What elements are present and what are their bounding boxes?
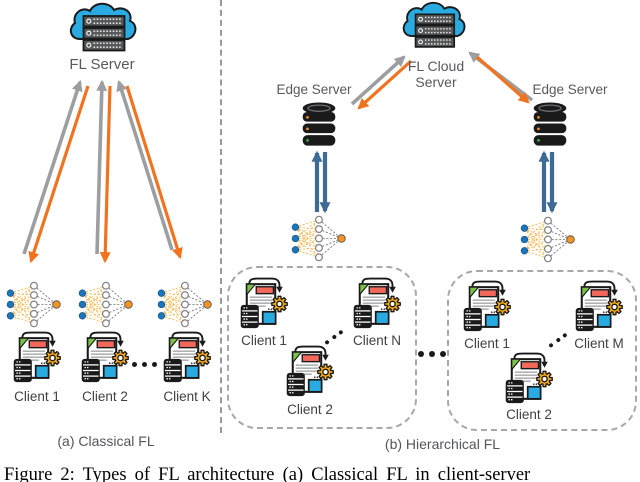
- refresh-arrow: [513, 352, 546, 363]
- client-device-icon: [12, 329, 62, 387]
- refresh-arrow: [294, 345, 327, 356]
- client-label: Client 1: [14, 389, 60, 404]
- download-arrow: [475, 55, 530, 104]
- edge-server-left-label: Edge Server: [276, 82, 352, 97]
- neural-network-icon: [74, 281, 136, 328]
- gear-icon: [271, 295, 288, 313]
- database-icon: [530, 101, 570, 149]
- refresh-arrow: [248, 277, 281, 288]
- ellipsis-dots: [132, 362, 162, 367]
- refresh-arrow: [21, 331, 54, 342]
- neural-network-icon: [153, 281, 215, 328]
- client-label: Client N: [352, 333, 401, 348]
- refresh-arrow: [171, 331, 204, 342]
- client-label: Client 2: [82, 389, 128, 404]
- client-device-icon: [239, 276, 289, 332]
- gear-icon: [494, 298, 511, 316]
- client-device-icon: [504, 351, 554, 407]
- gear-icon: [44, 349, 61, 367]
- upload-arrow: [468, 51, 534, 102]
- client-cluster-box-right: [447, 270, 637, 431]
- client-device-icon: [462, 279, 512, 335]
- download-arrow: [28, 85, 90, 264]
- panel-a-caption: (a) Classical FL: [57, 433, 155, 449]
- refresh-arrow: [471, 280, 504, 291]
- upload-arrow: [116, 79, 174, 251]
- upload-arrow: [22, 79, 83, 255]
- client-label: Client K: [163, 389, 211, 404]
- client-label: Client 1: [241, 333, 287, 348]
- refresh-arrow: [89, 331, 122, 342]
- neural-network-icon: [516, 216, 578, 263]
- refresh-arrow: [361, 277, 394, 288]
- refresh-arrow: [583, 280, 616, 291]
- gear-icon: [112, 349, 129, 367]
- figure-caption: Figure 2: Types of FL architecture (a) C…: [4, 465, 531, 482]
- client-device-icon: [80, 329, 130, 387]
- gear-icon: [606, 298, 623, 316]
- client-label: Client 1: [464, 336, 510, 351]
- neural-network-icon: [2, 281, 64, 328]
- gear-icon: [194, 349, 211, 367]
- client-label: Client 2: [287, 402, 333, 417]
- fl-cloud-server-label: FL Cloud Server: [398, 58, 474, 90]
- gear-icon: [536, 370, 553, 388]
- client-device-icon: [162, 329, 212, 387]
- download-arrow: [99, 85, 112, 264]
- gear-icon: [384, 295, 401, 313]
- fl-cloud-server-label-line1: FL Cloud: [407, 58, 465, 74]
- database-icon: [299, 101, 339, 149]
- fl-cloud-server-label-line2: Server: [415, 73, 457, 90]
- download-arrow: [125, 85, 183, 260]
- neural-network-icon: [287, 215, 349, 262]
- client-device-icon: [352, 276, 402, 332]
- gear-icon: [317, 363, 334, 381]
- fl-server-label: FL Server: [69, 56, 135, 73]
- ellipsis-dots: [418, 351, 451, 357]
- cloud-server-icon: [66, 2, 138, 60]
- client-cluster-box-left: [227, 266, 417, 429]
- client-device-icon: [285, 344, 335, 400]
- client-label: Client 2: [506, 407, 552, 422]
- edge-server-right-label: Edge Server: [532, 82, 608, 97]
- panel-divider: [220, 0, 222, 433]
- upload-arrow: [95, 79, 108, 255]
- client-label: Client M: [574, 336, 624, 351]
- client-device-icon: [574, 279, 624, 335]
- panel-b-caption: (b) Hierarchical FL: [384, 436, 501, 452]
- cloud-server-icon: [400, 1, 466, 56]
